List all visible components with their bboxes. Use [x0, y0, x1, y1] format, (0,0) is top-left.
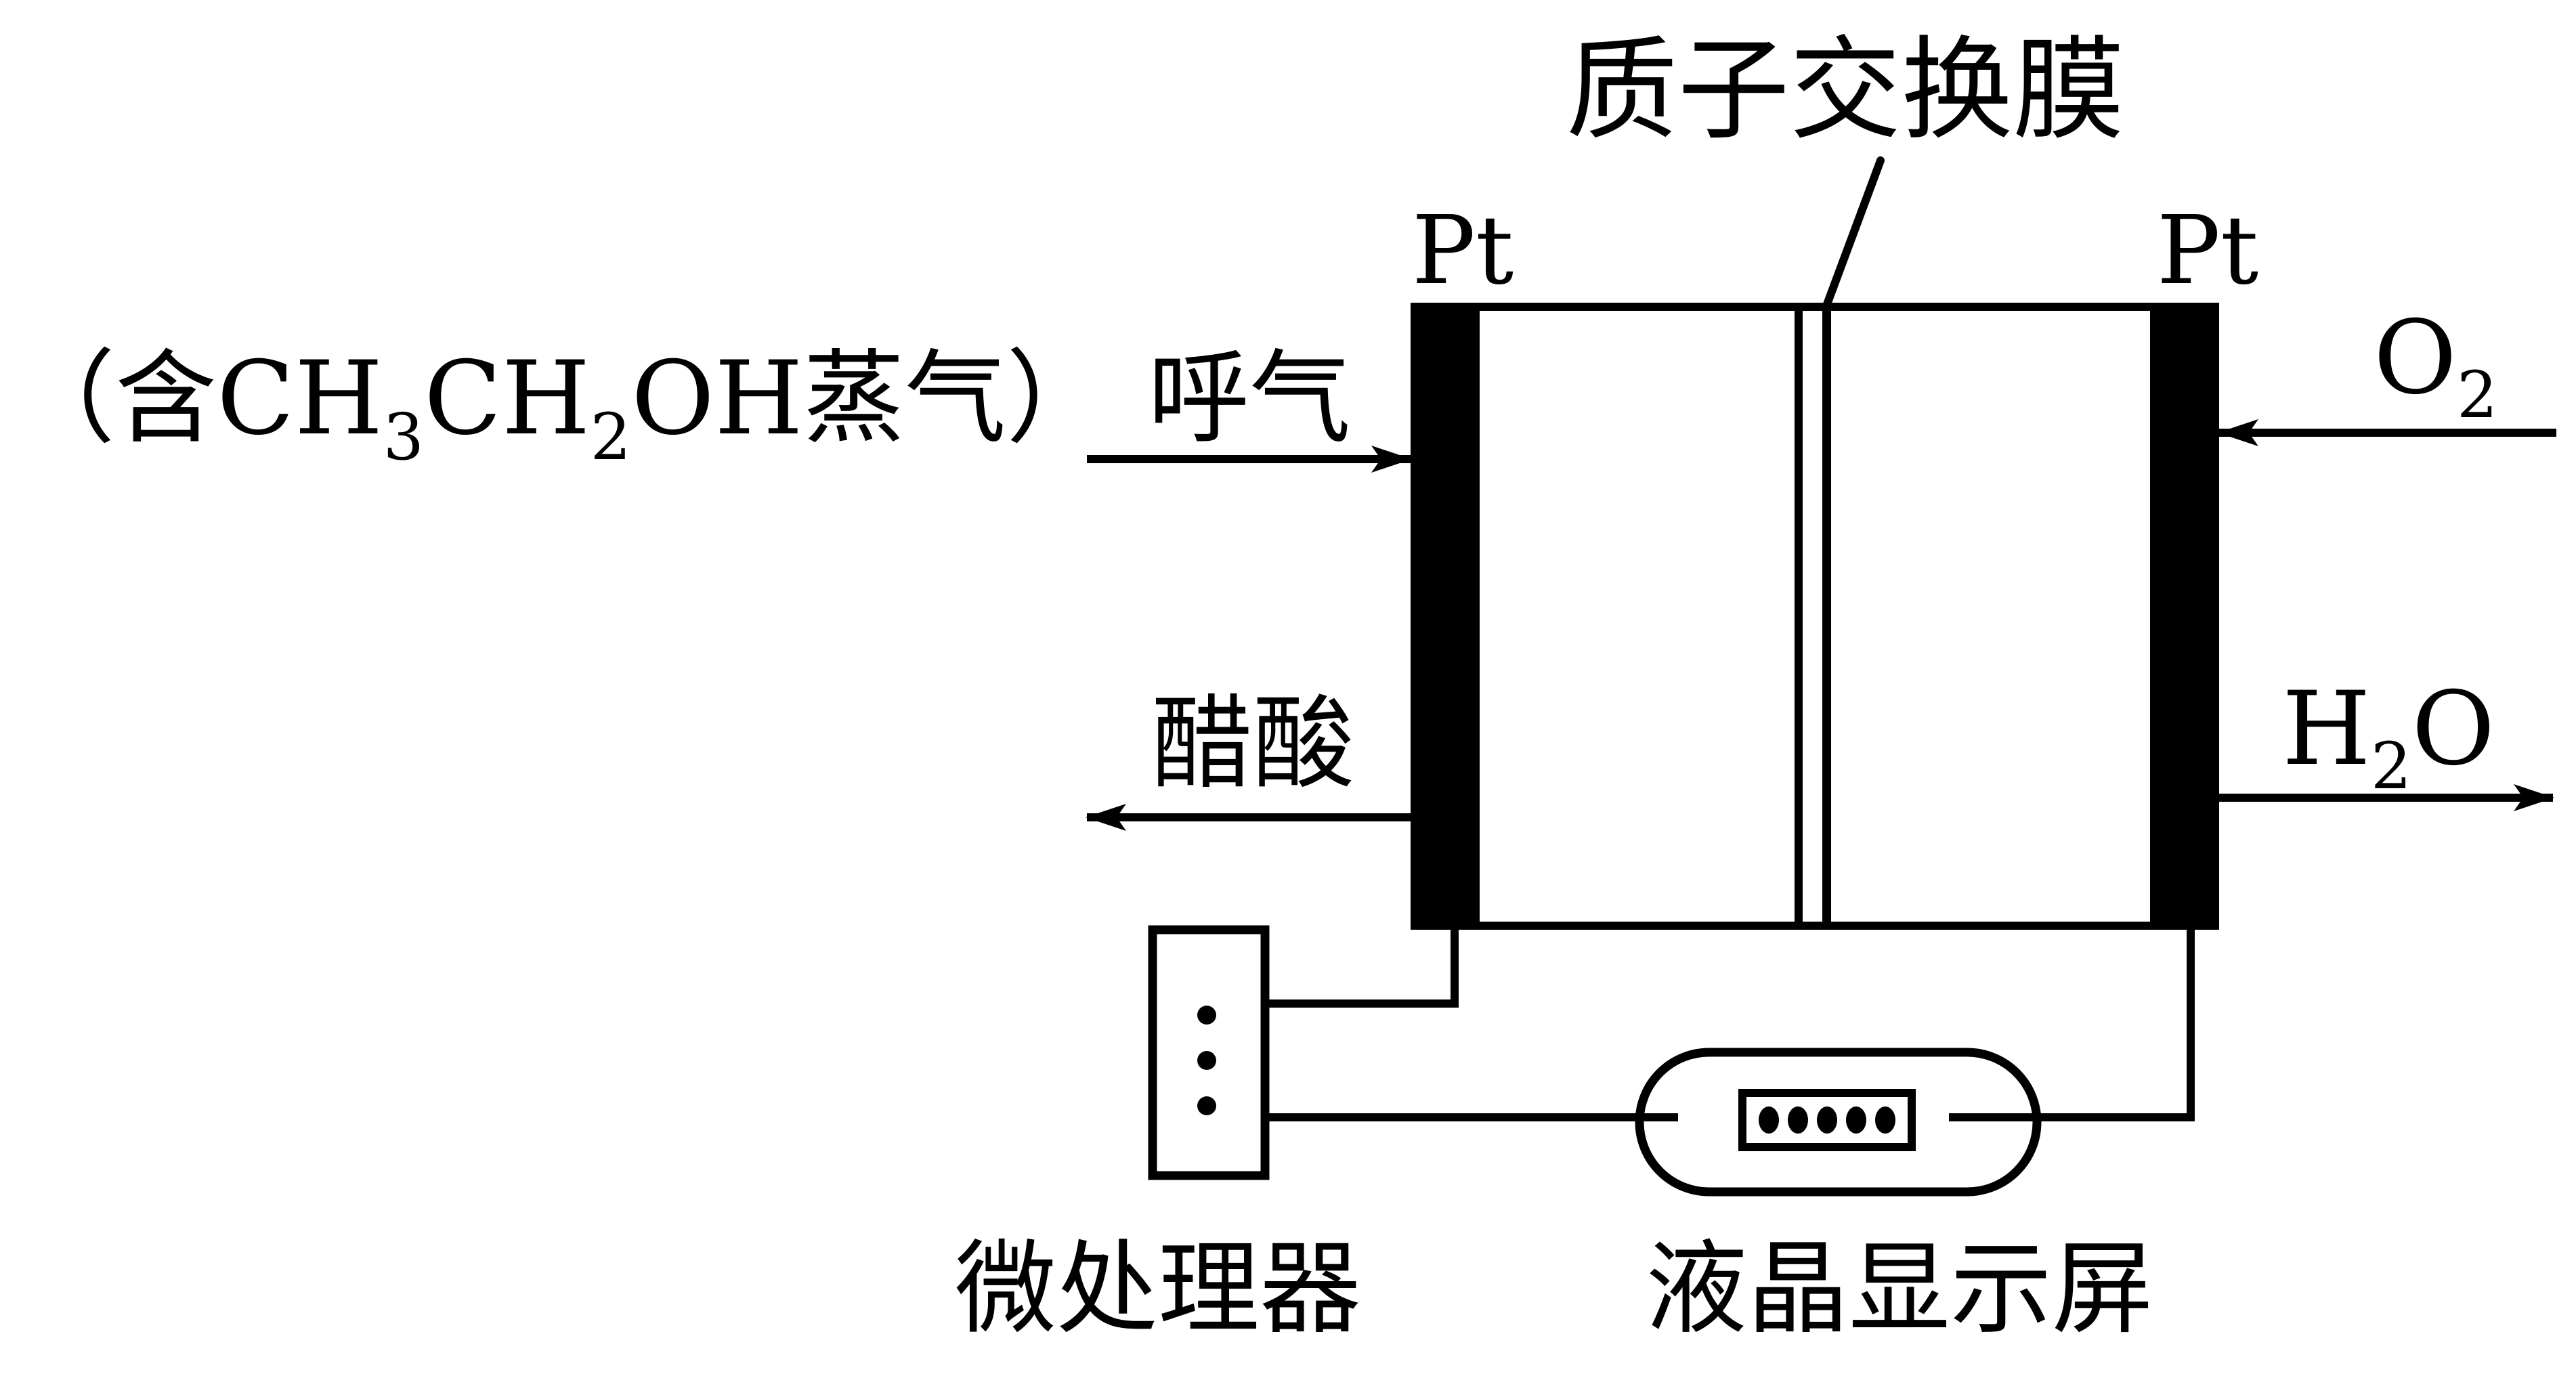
right-pt-electrode [2150, 303, 2219, 930]
water-o: O [2411, 670, 2495, 788]
membrane-label: 质子交换膜 [1566, 25, 2125, 155]
lcd-segment [1759, 1106, 1779, 1134]
lcd-screen [1738, 1089, 1916, 1151]
microprocessor-label: 微处理器 [955, 1230, 1361, 1348]
lcd-segment [1846, 1106, 1866, 1134]
processor-dot [1197, 1006, 1216, 1025]
vapor-paren-close: 蒸气） [803, 340, 1108, 458]
wire-left-electrode-to-processor [1269, 930, 1459, 1008]
breath-label: 呼气 [1148, 340, 1351, 458]
oxygen-symbol: O [2374, 299, 2457, 417]
microprocessor [1148, 925, 1270, 1180]
left-electrode-label: Pt [1412, 196, 1514, 306]
lcd-segment [1788, 1106, 1808, 1134]
formula-sub-3: 3 [383, 400, 424, 475]
water-h: H [2282, 670, 2371, 788]
lcd-segment [1817, 1106, 1837, 1134]
acetic-acid-label: 醋酸 [1151, 685, 1354, 803]
microprocessor-box [1148, 925, 1270, 1180]
processor-dot [1197, 1051, 1216, 1070]
fuel-cell [1411, 303, 2219, 930]
wire-display-to-right-electrode [1949, 930, 2195, 1121]
formula-ch-2: CH [424, 340, 591, 458]
proton-exchange-membrane-right-wall [1822, 303, 1831, 930]
lcd-housing [1635, 1048, 2042, 1197]
water-label: H2O [2282, 670, 2495, 804]
left-pt-electrode [1411, 303, 1480, 930]
breath-composition-label: （含CH3CH2OH蒸气） [14, 340, 1108, 475]
membrane-leader-line [1822, 156, 1885, 310]
lcd-display-label: 液晶显示屏 [1646, 1230, 2153, 1348]
processor-dot [1197, 1096, 1216, 1115]
lcd-segment [1875, 1106, 1895, 1134]
formula-ch: CH [217, 340, 383, 458]
oxygen-label: O2 [2374, 299, 2497, 433]
proton-exchange-membrane-left-wall [1795, 303, 1803, 930]
oxygen-subscript: 2 [2457, 358, 2497, 433]
right-electrode-label: Pt [2157, 196, 2258, 306]
formula-oh: OH [631, 340, 803, 458]
cell-frame [1411, 303, 2219, 930]
formula-sub-2: 2 [591, 400, 631, 475]
paren-open-contains: （含 [14, 340, 217, 458]
water-subscript: 2 [2371, 729, 2411, 804]
lcd-display [1635, 1048, 2042, 1197]
